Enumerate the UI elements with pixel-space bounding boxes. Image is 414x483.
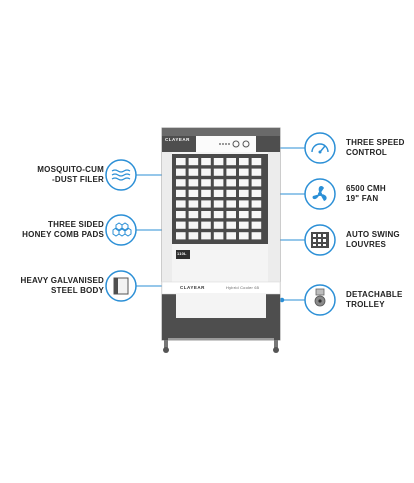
feature-label-honeycomb: THREE SIDED HONEY COMB PADS [22,220,104,239]
louvre-slot [239,158,249,166]
louvre-slot [239,179,249,187]
header-strip-right [256,136,280,152]
feature-label-speed: THREE SPEED CONTROL [346,138,405,157]
louvre-slot [226,211,236,219]
louvre-slot [201,158,211,166]
louvre-slot [226,232,236,240]
top-cap [162,128,280,136]
grille-frame [172,154,268,244]
louvre-slot [251,168,262,176]
feature-label-fan: 6500 CMH 19" FAN [346,184,386,203]
indicator-dots [219,143,230,145]
feature-label-trolley: DETACHABLE TROLLEY [346,290,403,309]
louvre-slot [188,179,199,187]
louvre-slot [251,200,262,208]
louvre-slot [176,211,186,219]
brand-logo-top: CLAYEAR [165,137,190,142]
louvre-slot [176,200,186,208]
louvre-slot [176,232,186,240]
feature-label-filter: MOSQUITO-CUM -DUST FILER [37,165,104,184]
louvre-slot [201,211,211,219]
louvre-slot [213,189,224,197]
feature-label-steel-body: HEAVY GALVANISED STEEL BODY [20,276,104,295]
tank-front-panel [176,294,266,318]
louvre-slot [213,221,224,229]
louvre-slot [251,179,262,187]
louvre-slot [251,232,262,240]
side-rail-right [268,152,280,282]
base-rail [168,338,274,340]
louvre-slot [213,232,224,240]
speed-knob [232,140,240,148]
louvre-slot [188,232,199,240]
side-rail-left [162,152,172,282]
header-strip-left [162,136,196,152]
louvre-slot [188,200,199,208]
louvre-slot [213,168,224,176]
louvre-grid [176,158,262,240]
louvre-slot [239,211,249,219]
louvre-slot [226,200,236,208]
feature-label-louvres: AUTO SWING LOUVRES [346,230,400,249]
louvre-slot [188,221,199,229]
louvre-slot [201,232,211,240]
louvre-slot [251,158,262,166]
louvre-slot [188,189,199,197]
louvre-slot [176,179,186,187]
louvre-slot [213,200,224,208]
capacity-badge: 110L [177,251,187,256]
model-name: Hybrid Cooler 65 [226,285,260,290]
louvre-slot [226,158,236,166]
louvre-slot [201,221,211,229]
louvre-slot [213,211,224,219]
louvre-slot [201,179,211,187]
capacity-badge-box [176,250,190,259]
leg-left [164,340,168,348]
louvre-slot [176,168,186,176]
louvre-slot [213,179,224,187]
louvre-slot [176,189,186,197]
louvre-slot [176,221,186,229]
swing-knob [242,140,250,148]
louvre-slot [239,221,249,229]
louvre-slot [201,189,211,197]
louvre-slot [251,189,262,197]
louvre-slot [251,221,262,229]
louvre-slot [251,211,262,219]
louvre-slot [201,168,211,176]
speed-dial-icon [304,132,336,164]
leg-right [274,340,278,348]
louvre-slot [226,179,236,187]
louvre-slot [226,221,236,229]
louvre-slot [226,168,236,176]
louvre-slot [239,232,249,240]
brand-logo-bottom: CLAYEAR [180,285,205,290]
louvre-slot [213,158,224,166]
wheel-right [273,347,279,353]
wheel-left [163,347,169,353]
louvre-slot [239,200,249,208]
louvre-slot [188,158,199,166]
louvre-slot [188,168,199,176]
louvre-slot [201,200,211,208]
right-feature-icons [304,132,336,316]
louvre-slot [226,189,236,197]
louvre-slot [239,189,249,197]
connector-dot [279,297,285,303]
left-feature-icons [105,159,137,302]
louvre-slot [239,168,249,176]
louvre-slot [176,158,186,166]
mesh-filter-icon [105,159,137,191]
cooler-body [161,127,281,353]
louvre-slot [188,211,199,219]
